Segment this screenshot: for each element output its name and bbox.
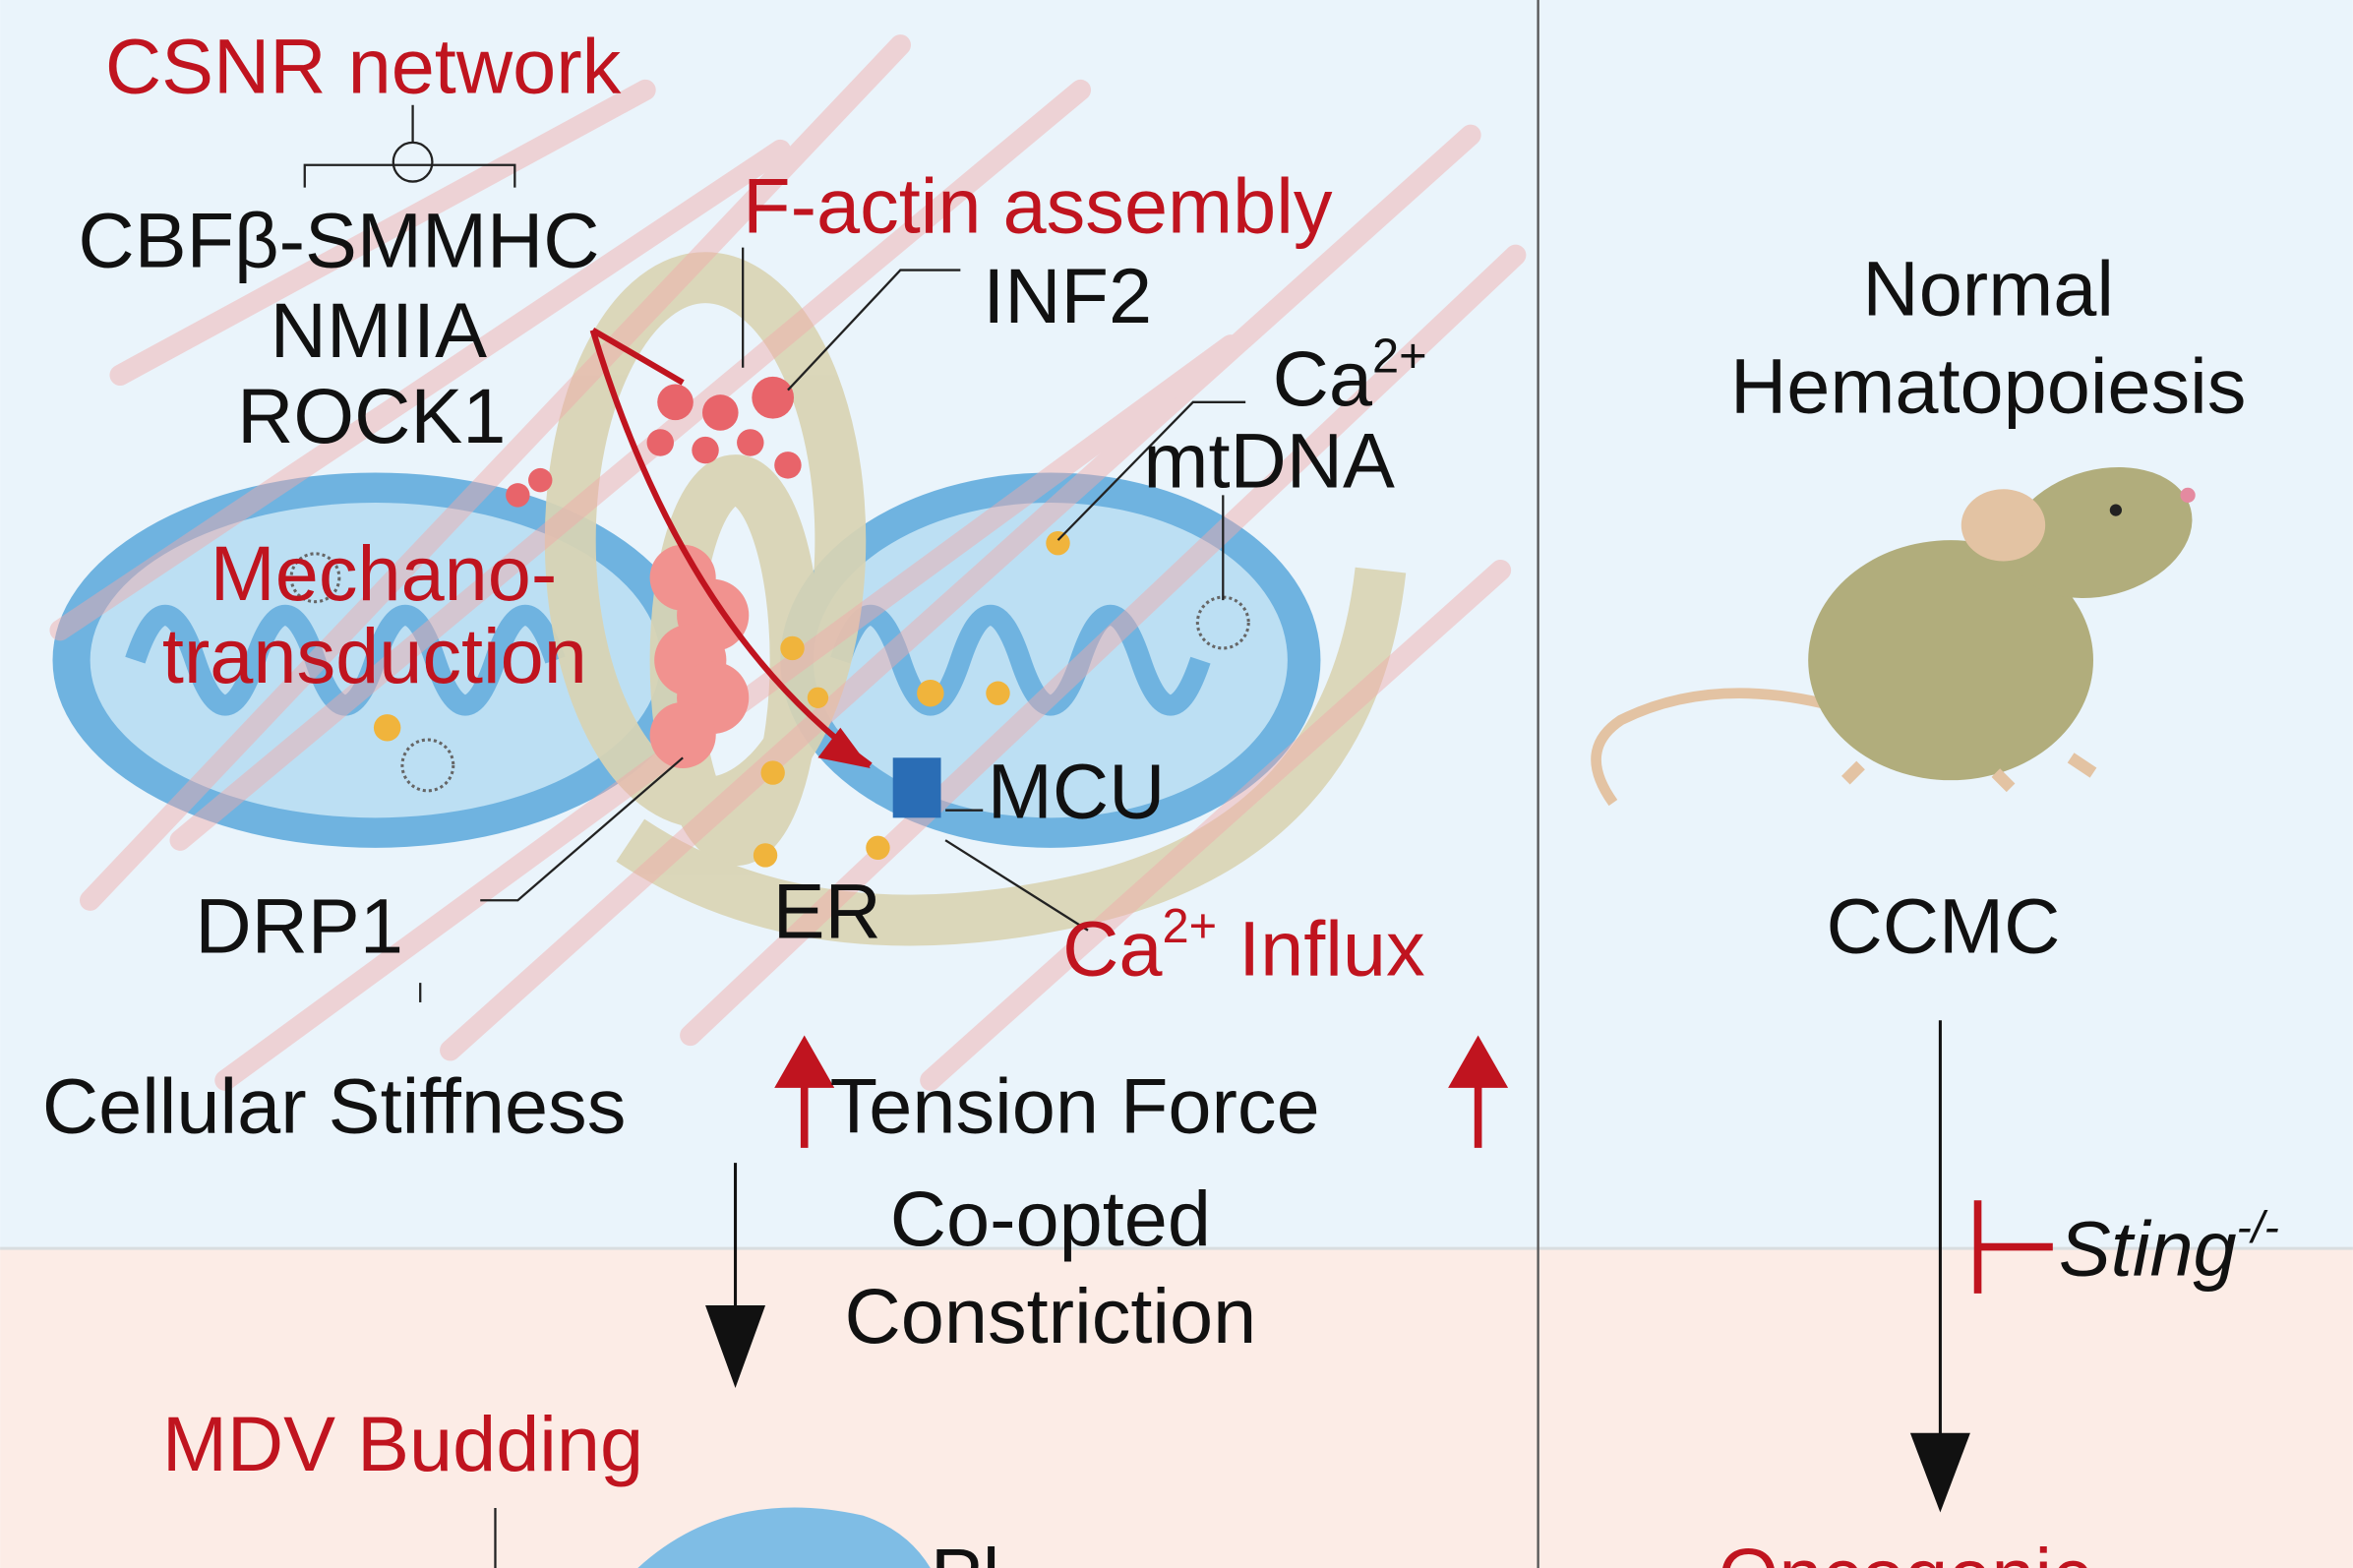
mechanotransduction-arrow xyxy=(589,329,873,768)
stiffness-up-arrow-icon xyxy=(774,1035,835,1148)
vesicle-illustration xyxy=(637,1507,931,1568)
tension-force-label: Tension Force xyxy=(830,1062,1320,1150)
oncogenic-label: Oncogenic xyxy=(1719,1532,2091,1568)
down-arrow-icon xyxy=(1909,1020,1970,1513)
rock1-label: ROCK1 xyxy=(237,372,506,459)
inf2-label: INF2 xyxy=(983,252,1152,339)
inhibition-bar-icon xyxy=(1973,1200,2053,1294)
calcium-influx-label: Ca2+ Influx xyxy=(1062,900,1425,993)
bottom-background xyxy=(0,1248,2353,1568)
calcium-ions xyxy=(373,530,1070,868)
ccmc-label: CCMC xyxy=(1827,882,2061,970)
mcu-channel xyxy=(892,757,941,818)
mechanotransduction-arrowhead xyxy=(817,727,871,768)
partial-label: Pl xyxy=(931,1532,1000,1568)
normal-label: Normal xyxy=(1862,244,2114,332)
cbfb-smmhc-label: CBFβ-SMMHC xyxy=(78,197,599,284)
mdv-budding-label: MDV Budding xyxy=(162,1400,643,1487)
constriction-label: Constriction xyxy=(845,1272,1257,1359)
sting-knockout-label: Sting-/- xyxy=(2059,1202,2279,1293)
connector-lines xyxy=(303,104,1246,1002)
mechanotransduction-arrow-branch xyxy=(591,327,685,386)
down-arrow-icon xyxy=(705,1163,766,1388)
f-actin-assembly-label: F-actin assembly xyxy=(743,161,1333,249)
mcu-label: MCU xyxy=(988,747,1166,834)
drp1-label: DRP1 xyxy=(195,882,403,970)
mechanotransduction-label-2: transduction xyxy=(162,612,587,699)
drp1-ring xyxy=(649,544,750,768)
er-label: ER xyxy=(773,867,881,954)
cellular-stiffness-label: Cellular Stiffness xyxy=(42,1062,627,1150)
calcium-label: Ca2+ xyxy=(1273,330,1427,422)
mitochondrion-right xyxy=(780,472,1321,848)
mouse-illustration xyxy=(1591,466,2196,807)
mtdna-circles xyxy=(289,552,1250,793)
csnr-network-label: CSNR network xyxy=(105,23,622,110)
mtdna-label: mtDNA xyxy=(1143,417,1395,505)
f-actin-filaments xyxy=(506,376,802,508)
mechanotransduction-label-1: Mechano- xyxy=(211,529,558,617)
hematopoiesis-label: Hematopoiesis xyxy=(1730,341,2247,429)
mitochondrion-left xyxy=(52,472,698,848)
nmiia-label: NMIIA xyxy=(271,286,487,374)
co-opted-label: Co-opted xyxy=(890,1175,1211,1262)
tension-up-arrow-icon xyxy=(1448,1035,1509,1148)
tension-streaks xyxy=(49,34,1527,1091)
